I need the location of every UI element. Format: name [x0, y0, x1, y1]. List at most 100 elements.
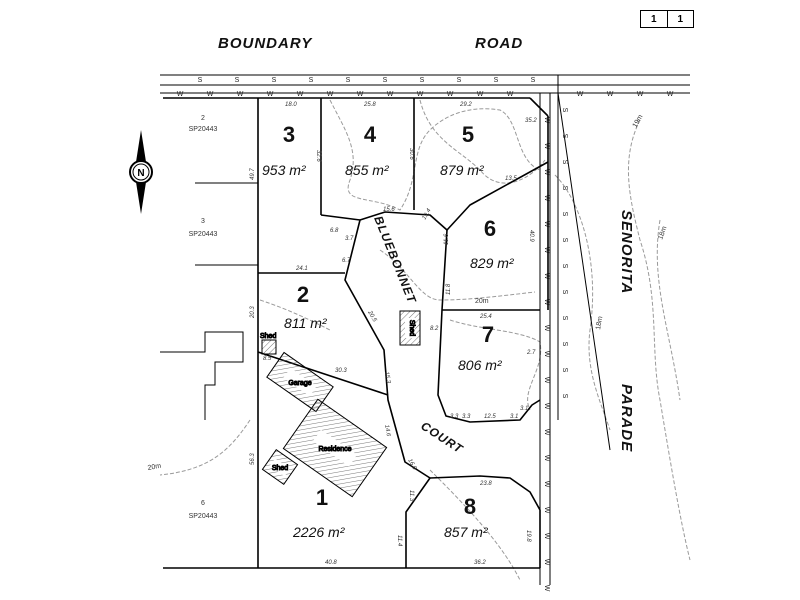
- lot-number-1: 1: [316, 485, 328, 510]
- road-parade: PARADE: [618, 384, 635, 452]
- water-marker: W: [543, 429, 550, 436]
- svg-text:18m: 18m: [657, 225, 668, 240]
- svg-text:40.8: 40.8: [325, 560, 337, 566]
- svg-text:15.6: 15.6: [383, 207, 395, 213]
- water-marker: W: [543, 247, 550, 254]
- svg-text:16.0: 16.0: [406, 458, 417, 472]
- contour-line: [419, 99, 546, 184]
- sewer-marker: S: [531, 77, 536, 84]
- svg-text:11.6: 11.6: [444, 233, 450, 245]
- water-marker: W: [477, 91, 484, 98]
- north-arrow: N: [129, 130, 153, 214]
- lot-number-6: 6: [484, 216, 496, 241]
- svg-text:56.3: 56.3: [250, 453, 256, 465]
- svg-text:23.8: 23.8: [479, 481, 492, 487]
- water-marker: W: [237, 91, 244, 98]
- svg-text:20.3: 20.3: [250, 306, 256, 319]
- svg-text:13.5: 13.5: [505, 176, 517, 182]
- residence-label: Residence: [318, 446, 351, 453]
- lot-number-7: 7: [482, 322, 494, 347]
- water-marker: W: [543, 559, 550, 566]
- north-label: N: [137, 168, 144, 179]
- sewer-marker: S: [561, 290, 568, 295]
- lot-area-5: 879 m²: [440, 162, 485, 178]
- sewer-marker: S: [198, 77, 203, 84]
- svg-text:32.6: 32.6: [315, 150, 321, 162]
- water-marker: W: [543, 169, 550, 176]
- svg-text:36.2: 36.2: [474, 560, 486, 566]
- lot-number-2: 2: [297, 282, 309, 307]
- contour-line: [259, 299, 331, 331]
- garage: Garage: [266, 351, 334, 413]
- sewer-marker: S: [561, 186, 568, 191]
- svg-text:Shed: Shed: [260, 333, 276, 340]
- svg-text:6.8: 6.8: [330, 228, 339, 234]
- water-marker: W: [387, 91, 394, 98]
- water-marker: W: [543, 585, 550, 592]
- water-marker: W: [667, 91, 674, 98]
- sewer-marker: S: [561, 264, 568, 269]
- sewer-marker: S: [561, 342, 568, 347]
- lot-area-7: 806 m²: [458, 357, 503, 373]
- svg-text:Shed: Shed: [408, 320, 415, 336]
- sewer-marker: S: [561, 160, 568, 165]
- sewer-marker: S: [420, 77, 425, 84]
- water-marker: W: [543, 533, 550, 540]
- sewer-marker: S: [457, 77, 462, 84]
- road-court: COURT: [418, 419, 466, 457]
- svg-text:3.3: 3.3: [450, 414, 459, 420]
- svg-text:29.2: 29.2: [459, 102, 472, 108]
- sheet-total: 1: [677, 13, 684, 25]
- lot-area-6: 829 m²: [470, 255, 515, 271]
- svg-text:30.6: 30.6: [408, 148, 414, 160]
- water-marker: W: [543, 481, 550, 488]
- contour-line: [656, 219, 681, 401]
- lot-number-8: 8: [464, 494, 476, 519]
- water-marker: W: [543, 117, 550, 124]
- contour-line: [554, 174, 611, 431]
- svg-text:3.3: 3.3: [462, 414, 471, 420]
- road-bluebonnet: BLUEBONNET: [371, 214, 419, 306]
- contour-line: [159, 419, 251, 476]
- svg-text:SP20443: SP20443: [189, 513, 218, 520]
- sewer-marker: S: [561, 134, 568, 139]
- svg-text:20m: 20m: [147, 463, 162, 472]
- water-marker: W: [177, 91, 184, 98]
- sewer-marker: S: [561, 212, 568, 217]
- lot-number-4: 4: [364, 122, 377, 147]
- svg-text:SP20443: SP20443: [189, 231, 218, 238]
- svg-text:8.2: 8.2: [430, 326, 439, 332]
- water-marker: W: [577, 91, 584, 98]
- sewer-marker: S: [494, 77, 499, 84]
- water-marker: W: [543, 325, 550, 332]
- contour-line: [627, 119, 691, 561]
- svg-text:25.8: 25.8: [363, 102, 376, 108]
- road-boundary: BOUNDARY: [218, 35, 313, 52]
- svg-text:24.1: 24.1: [295, 266, 308, 272]
- sewer-marker: S: [235, 77, 240, 84]
- svg-text:11.8: 11.8: [446, 283, 452, 295]
- svg-text:18m: 18m: [595, 316, 604, 331]
- road-road: ROAD: [475, 35, 523, 52]
- svg-text:8.5: 8.5: [263, 356, 272, 362]
- sewer-marker: S: [272, 77, 277, 84]
- svg-text:6: 6: [201, 500, 205, 507]
- svg-text:6.7: 6.7: [342, 258, 351, 264]
- water-marker: W: [447, 91, 454, 98]
- svg-text:2: 2: [201, 115, 205, 122]
- svg-text:2.7: 2.7: [526, 350, 536, 356]
- sewer-marker: S: [561, 316, 568, 321]
- water-marker: W: [543, 351, 550, 358]
- contour-line: [429, 469, 521, 581]
- sheet-number: 1: [641, 11, 668, 27]
- lot-area-3: 953 m²: [262, 162, 307, 178]
- svg-text:3: 3: [201, 218, 205, 225]
- water-marker: W: [297, 91, 304, 98]
- sewer-marker: S: [561, 394, 568, 399]
- shed-lot1: Shed: [261, 449, 299, 485]
- sewer-marker: S: [346, 77, 351, 84]
- shed-lot2: Shed: [260, 333, 277, 355]
- svg-text:3.1: 3.1: [510, 414, 518, 420]
- sewer-marker: S: [383, 77, 388, 84]
